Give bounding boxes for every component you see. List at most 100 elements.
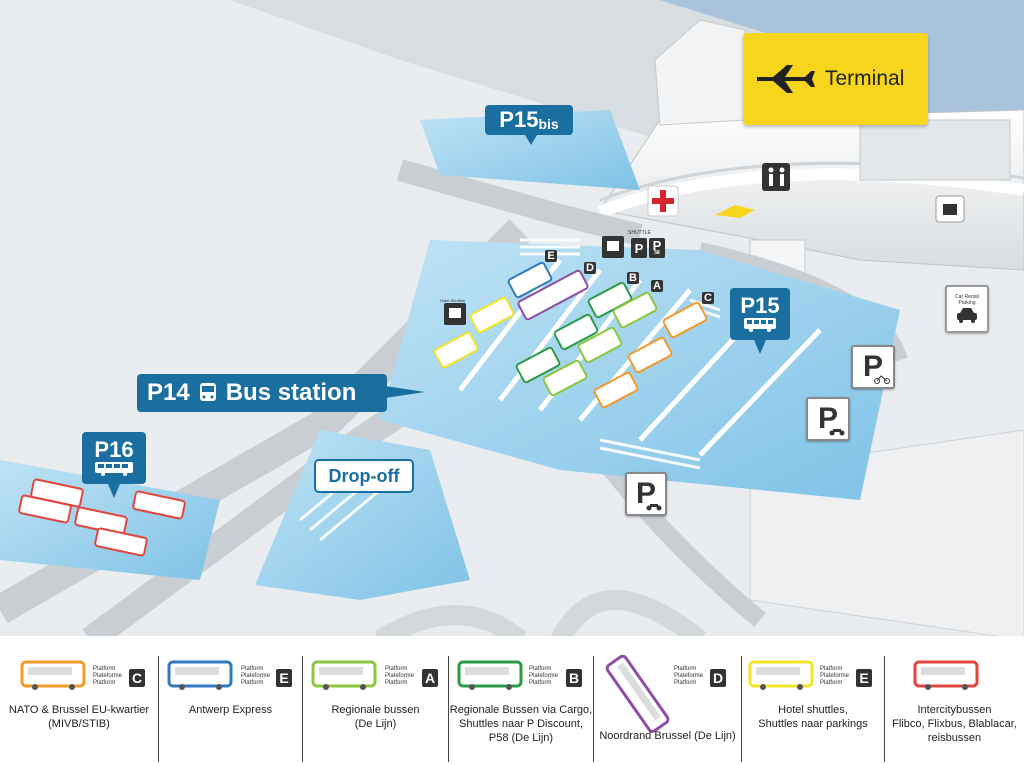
car-rental-label-2: Parking <box>958 300 976 306</box>
legend-1-platform-0: Platform <box>241 666 264 672</box>
legend-0-platform-1: Plateforme <box>93 673 123 679</box>
p58-number-label: 58 <box>654 250 660 256</box>
blue-bus-icon <box>167 660 233 690</box>
platform-letter-d-label: D <box>586 262 594 274</box>
dropoff-bay <box>255 430 470 600</box>
shuttle-parking-p-sign: P <box>631 238 647 258</box>
orange-bus-icon <box>20 660 86 690</box>
legend-2-platform-0: Platform <box>385 666 408 672</box>
purple-tram-bus-icon <box>605 654 670 733</box>
platform-letter-a-label: A <box>653 280 661 292</box>
legend-2-caption: Regionale bussen (De Lijn) <box>331 704 420 730</box>
terminal-sign: Terminal <box>743 33 928 125</box>
legend-0-platform-0: Platform <box>93 666 116 672</box>
legend-4-caption: Noordrand Brussel (De Lijn) <box>599 730 736 742</box>
plane-icon <box>757 65 815 93</box>
dropoff-sign: Drop-off <box>314 459 414 493</box>
motorcycle-parking-label: P <box>817 402 838 435</box>
p15bis-bay <box>420 110 640 190</box>
p14-label: P14 <box>147 379 190 406</box>
car-rental-label-1: Car Rental <box>955 294 979 300</box>
legend-5-letter: E <box>859 670 869 686</box>
bus-icon <box>744 318 776 332</box>
red-bus-icon <box>913 660 979 690</box>
legend-3-platform-1: Plateforme <box>529 673 559 679</box>
bus-station-label: Bus station <box>225 379 357 406</box>
p14-bus-station-sign: P14 Bus station <box>137 374 425 412</box>
motorcycle-parking-label-2: P <box>635 477 656 510</box>
legend-6-caption: Intercitybussen Flibco, Flixbus, Blablac… <box>892 704 1017 744</box>
motorcycle-parking-sign: P <box>806 397 850 441</box>
legend-4-letter: D <box>712 670 724 686</box>
car-icon <box>957 308 977 323</box>
shuttle-parking-p-label: P <box>634 240 644 256</box>
p58-sign: P 58 <box>649 238 665 258</box>
motorcycle-parking-sign-2: P <box>625 472 667 516</box>
luggage-icon <box>935 195 965 223</box>
platform-letter-a: A <box>651 280 663 292</box>
motorcycle-icon <box>646 504 662 511</box>
terminal-label: Terminal <box>825 67 905 90</box>
legend-2-letter: A <box>424 670 436 686</box>
legend-0-platform-2: Platform <box>93 680 116 686</box>
legend-4-platform-2: Platform <box>674 680 697 686</box>
p16-label: P16 <box>94 437 134 462</box>
hotel-shuttles-sign-label: Hotel Shuttles <box>440 298 465 303</box>
legend-5-caption: Hotel shuttles, Shuttles naar parkings <box>758 704 868 730</box>
bicycle-parking-label: P <box>862 350 883 383</box>
legend-0-letter: C <box>131 670 143 686</box>
legend-5-platform-1: Plateforme <box>820 673 850 679</box>
yellow-bus-icon <box>748 660 814 690</box>
legend-1-platform-1: Plateforme <box>241 673 271 679</box>
shuttle-bus-icon <box>602 236 624 258</box>
legend-3-caption: Regionale Bussen via Cargo, Shuttles naa… <box>449 704 593 744</box>
first-aid-icon <box>647 185 679 217</box>
bicycle-icon <box>874 375 890 384</box>
platform-letter-c-label: C <box>704 292 712 304</box>
legend-0-caption: NATO & Brussel EU-kwartier (MIVB/STIB) <box>8 704 150 730</box>
p15-sign: P15 <box>730 288 790 354</box>
legend-4-platform-0: Platform <box>674 666 697 672</box>
dropoff-label: Drop-off <box>328 465 400 486</box>
legend-5-platform-0: Platform <box>820 666 843 672</box>
platform-letter-e-label: E <box>547 250 555 262</box>
platform-letter-d: D <box>584 262 596 274</box>
platform-letter-b-label: B <box>629 272 637 284</box>
p15bis-suffix: bis <box>538 116 559 132</box>
bicycle-parking-sign: P <box>851 345 895 389</box>
legend-4-platform-1: Plateforme <box>674 673 704 679</box>
platform-letter-b: B <box>627 272 639 284</box>
legend-3-platform-0: Platform <box>529 666 552 672</box>
legend-5-platform-2: Platform <box>820 680 843 686</box>
legend-3-letter: B <box>568 670 580 686</box>
bus-icon <box>95 462 133 476</box>
legend-1-caption: Antwerp Express <box>188 704 273 716</box>
entrance-arrow-icon <box>715 205 755 218</box>
legend-1-letter: E <box>279 670 289 686</box>
legend-2-platform-1: Plateforme <box>385 673 415 679</box>
platform-letter-e: E <box>545 250 557 262</box>
legend-2-platform-2: Platform <box>385 680 408 686</box>
legend-1-platform-2: Platform <box>241 680 264 686</box>
motorcycle-icon <box>829 429 845 436</box>
p15-label: P15 <box>740 293 780 318</box>
car-rental-parking-sign: Car Rental Parking <box>945 285 989 333</box>
toilet-icon <box>762 163 790 191</box>
legend-3-platform-2: Platform <box>529 680 552 686</box>
buses-p16 <box>18 478 186 557</box>
p58-p-label: P <box>652 238 662 253</box>
hotel-shuttle-bus-icon <box>444 303 466 325</box>
p16-sign: P16 <box>82 432 146 498</box>
light-green-bus-icon <box>311 660 377 690</box>
platform-letter-c: C <box>702 292 714 304</box>
p15bis-label: P15 <box>499 107 539 132</box>
green-bus-icon <box>457 660 523 690</box>
shuttle-sign-label: SHUTTLE <box>628 230 651 236</box>
